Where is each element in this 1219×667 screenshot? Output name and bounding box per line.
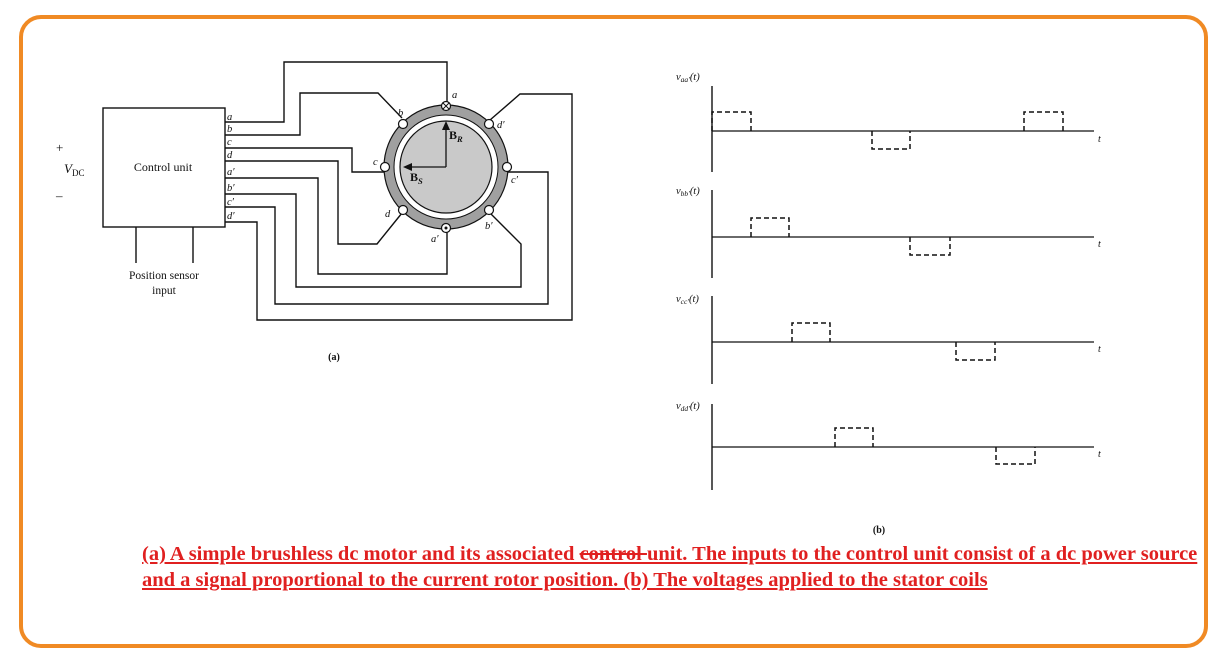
pulse-positive bbox=[834, 427, 874, 447]
caption-struck: control bbox=[579, 543, 647, 565]
panel-a-label: (a) bbox=[328, 352, 340, 363]
figure-caption: (a) A simple brushless dc motor and its … bbox=[142, 541, 1202, 593]
waveform-vdd-label: vdd′(t) bbox=[676, 401, 700, 413]
coil-d-prime bbox=[483, 118, 495, 130]
caption-part1: (a) A simple brushless dc motor and its … bbox=[142, 543, 580, 565]
terminal-d-prime: d′ bbox=[227, 211, 235, 222]
vdc-label: VDC bbox=[64, 161, 84, 178]
pulse-negative bbox=[871, 131, 911, 150]
stator-label-c-prime: c′ bbox=[511, 175, 519, 186]
sensor-label-line2: input bbox=[152, 285, 176, 297]
pulse-negative bbox=[955, 342, 996, 361]
coil-b-prime bbox=[483, 204, 495, 216]
waveform-vdd-t: t bbox=[1098, 449, 1101, 460]
stator-wires bbox=[225, 61, 573, 321]
waveform-vbb-label: vbb′(t) bbox=[676, 186, 700, 198]
waveform-vaa-t: t bbox=[1098, 134, 1101, 145]
vdc-minus: – bbox=[55, 188, 63, 203]
stator-label-a-prime: a′ bbox=[431, 234, 439, 245]
terminal-b: b bbox=[227, 124, 232, 135]
pulse-negative bbox=[995, 447, 1036, 465]
stator-label-b-prime: b′ bbox=[485, 221, 493, 232]
terminal-c-prime: c′ bbox=[227, 197, 235, 208]
coil-d bbox=[397, 204, 409, 216]
pulse-positive bbox=[711, 111, 752, 131]
stator-label-d-prime: d′ bbox=[497, 120, 505, 131]
terminal-c: c bbox=[227, 137, 232, 148]
voltage-waveforms-b: vaa′(t) t vbb′(t) t vcc′(t) bbox=[676, 72, 1101, 536]
stator-label-a: a bbox=[452, 90, 457, 101]
terminal-d: d bbox=[227, 150, 233, 161]
waveform-vcc-label: vcc′(t) bbox=[676, 294, 699, 306]
waveform-vaa: vaa′(t) t bbox=[676, 72, 1101, 172]
waveform-vbb-t: t bbox=[1098, 239, 1101, 250]
motor-diagram-a: + VDC – Control unit Position sensor inp… bbox=[55, 61, 573, 363]
pulse-positive bbox=[750, 217, 790, 237]
stator-label-b: b bbox=[398, 108, 403, 119]
waveform-vdd: vdd′(t) t bbox=[676, 401, 1101, 490]
panel-b-label: (b) bbox=[873, 525, 885, 536]
pulse-positive bbox=[1023, 111, 1064, 131]
br-label: BR bbox=[449, 128, 463, 144]
waveform-vbb: vbb′(t) t bbox=[676, 186, 1101, 278]
stator-label-d: d bbox=[385, 209, 391, 220]
terminal-a: a bbox=[227, 112, 232, 123]
coil-c-prime bbox=[501, 161, 513, 173]
waveform-vaa-label: vaa′(t) bbox=[676, 72, 700, 84]
control-unit-label: Control unit bbox=[134, 160, 193, 174]
control-unit-box bbox=[102, 107, 226, 228]
vdc-plus: + bbox=[56, 140, 63, 155]
terminal-a-prime: a′ bbox=[227, 167, 235, 178]
coil-c bbox=[379, 161, 391, 173]
coil-b bbox=[397, 118, 409, 130]
motor: a b c d a′ b′ c′ d′ BR BS bbox=[373, 90, 519, 245]
sensor-label-line1: Position sensor bbox=[129, 270, 199, 282]
caption-part2: unit. The inputs to the control unit con… bbox=[142, 543, 1198, 591]
terminal-b-prime: b′ bbox=[227, 183, 235, 194]
waveform-vcc: vcc′(t) t bbox=[676, 294, 1101, 384]
pulse-negative bbox=[909, 237, 951, 256]
pulse-positive bbox=[791, 322, 831, 342]
waveform-vcc-t: t bbox=[1098, 344, 1101, 355]
bs-label: BS bbox=[410, 170, 423, 186]
stator-label-c: c bbox=[373, 157, 378, 168]
